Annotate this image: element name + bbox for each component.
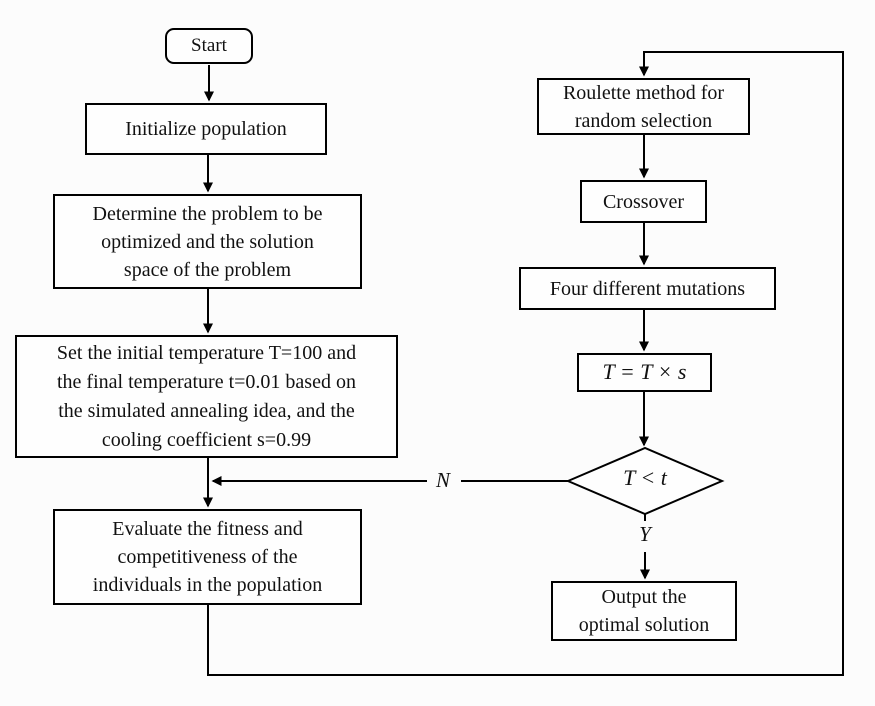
decision-diamond-shape: [565, 446, 725, 516]
decision-condition-label: T < t: [623, 465, 667, 490]
branch-label-no: N: [435, 468, 450, 492]
node-crossover: Crossover: [580, 180, 707, 223]
node-initialize-population: Initialize population: [85, 103, 327, 155]
node-set-temperature: Set the initial temperature T=100 and th…: [15, 335, 398, 458]
node-roulette-selection: Roulette method for random selection: [537, 78, 750, 135]
node-start: Start: [165, 28, 253, 64]
node-temperature-update: T = T × s: [577, 353, 712, 392]
node-four-mutations: Four different mutations: [519, 267, 776, 310]
connector-evaluate-loop-roulette: [207, 51, 844, 676]
branch-label-yes: Y: [639, 522, 651, 546]
node-evaluate-fitness: Evaluate the fitness and competitiveness…: [53, 509, 362, 605]
node-determine-problem: Determine the problem to be optimized an…: [53, 194, 362, 289]
node-output-solution: Output the optimal solution: [551, 581, 737, 641]
